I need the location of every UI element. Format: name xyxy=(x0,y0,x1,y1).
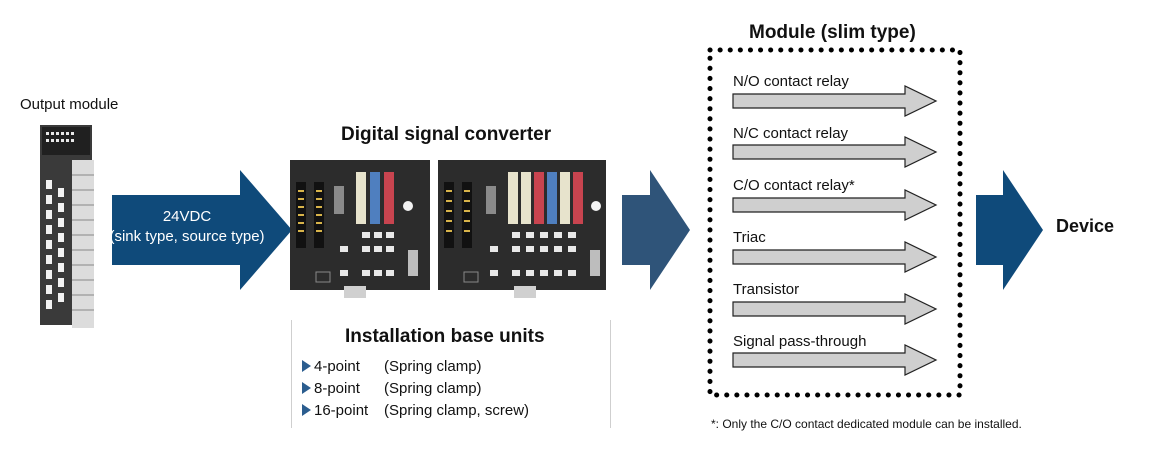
gray-arrow-co xyxy=(732,189,938,221)
converter-to-module-arrow xyxy=(622,170,690,290)
module-item-nc: N/C contact relay xyxy=(733,125,849,142)
voltage-arrow-line2: (sink type, source type) xyxy=(109,228,265,245)
unit-points: 8-point xyxy=(314,380,360,397)
module-item-transistor: Transistor xyxy=(733,281,800,298)
base-unit-8point-image xyxy=(438,160,606,298)
unit-type: (Spring clamp) xyxy=(384,380,482,397)
output-module-label: Output module xyxy=(20,96,119,113)
module-title: Module (slim type) xyxy=(749,22,916,43)
unit-row-4point: 4-point (Spring clamp) xyxy=(302,358,482,375)
voltage-arrow-line1: 24VDC xyxy=(162,208,212,225)
gray-arrow-nc xyxy=(732,136,938,168)
module-item-co: C/O contact relay* xyxy=(733,177,855,194)
device-label: Device xyxy=(1056,216,1115,236)
converter-title: Digital signal converter xyxy=(341,124,552,145)
unit-type: (Spring clamp, screw) xyxy=(384,402,530,419)
voltage-arrow-shape xyxy=(112,170,292,290)
module-item-passthrough: Signal pass-through xyxy=(733,333,867,350)
gray-arrow-no xyxy=(732,85,938,117)
bullet-triangle-icon xyxy=(302,404,311,416)
gray-arrow-passthrough xyxy=(732,344,938,376)
module-dotted-box xyxy=(707,47,963,398)
gray-arrow-transistor xyxy=(732,293,938,325)
unit-points: 4-point xyxy=(314,358,360,375)
module-to-device-arrow xyxy=(976,170,1043,290)
bullet-triangle-icon xyxy=(302,360,311,372)
module-footnote: *: Only the C/O contact dedicated module… xyxy=(711,417,1022,431)
module-item-triac: Triac xyxy=(733,229,766,246)
installation-base-units-box xyxy=(291,320,611,428)
unit-row-8point: 8-point (Spring clamp) xyxy=(302,380,482,397)
unit-row-16point: 16-point (Spring clamp, screw) xyxy=(302,402,529,419)
unit-type: (Spring clamp) xyxy=(384,358,482,375)
installation-title: Installation base units xyxy=(345,326,545,347)
unit-points: 16-point xyxy=(314,402,369,419)
output-module-image xyxy=(40,125,94,328)
base-unit-4point-image xyxy=(290,160,430,298)
bullet-triangle-icon xyxy=(302,382,311,394)
gray-arrow-triac xyxy=(732,241,938,273)
module-item-no: N/O contact relay xyxy=(733,73,849,90)
